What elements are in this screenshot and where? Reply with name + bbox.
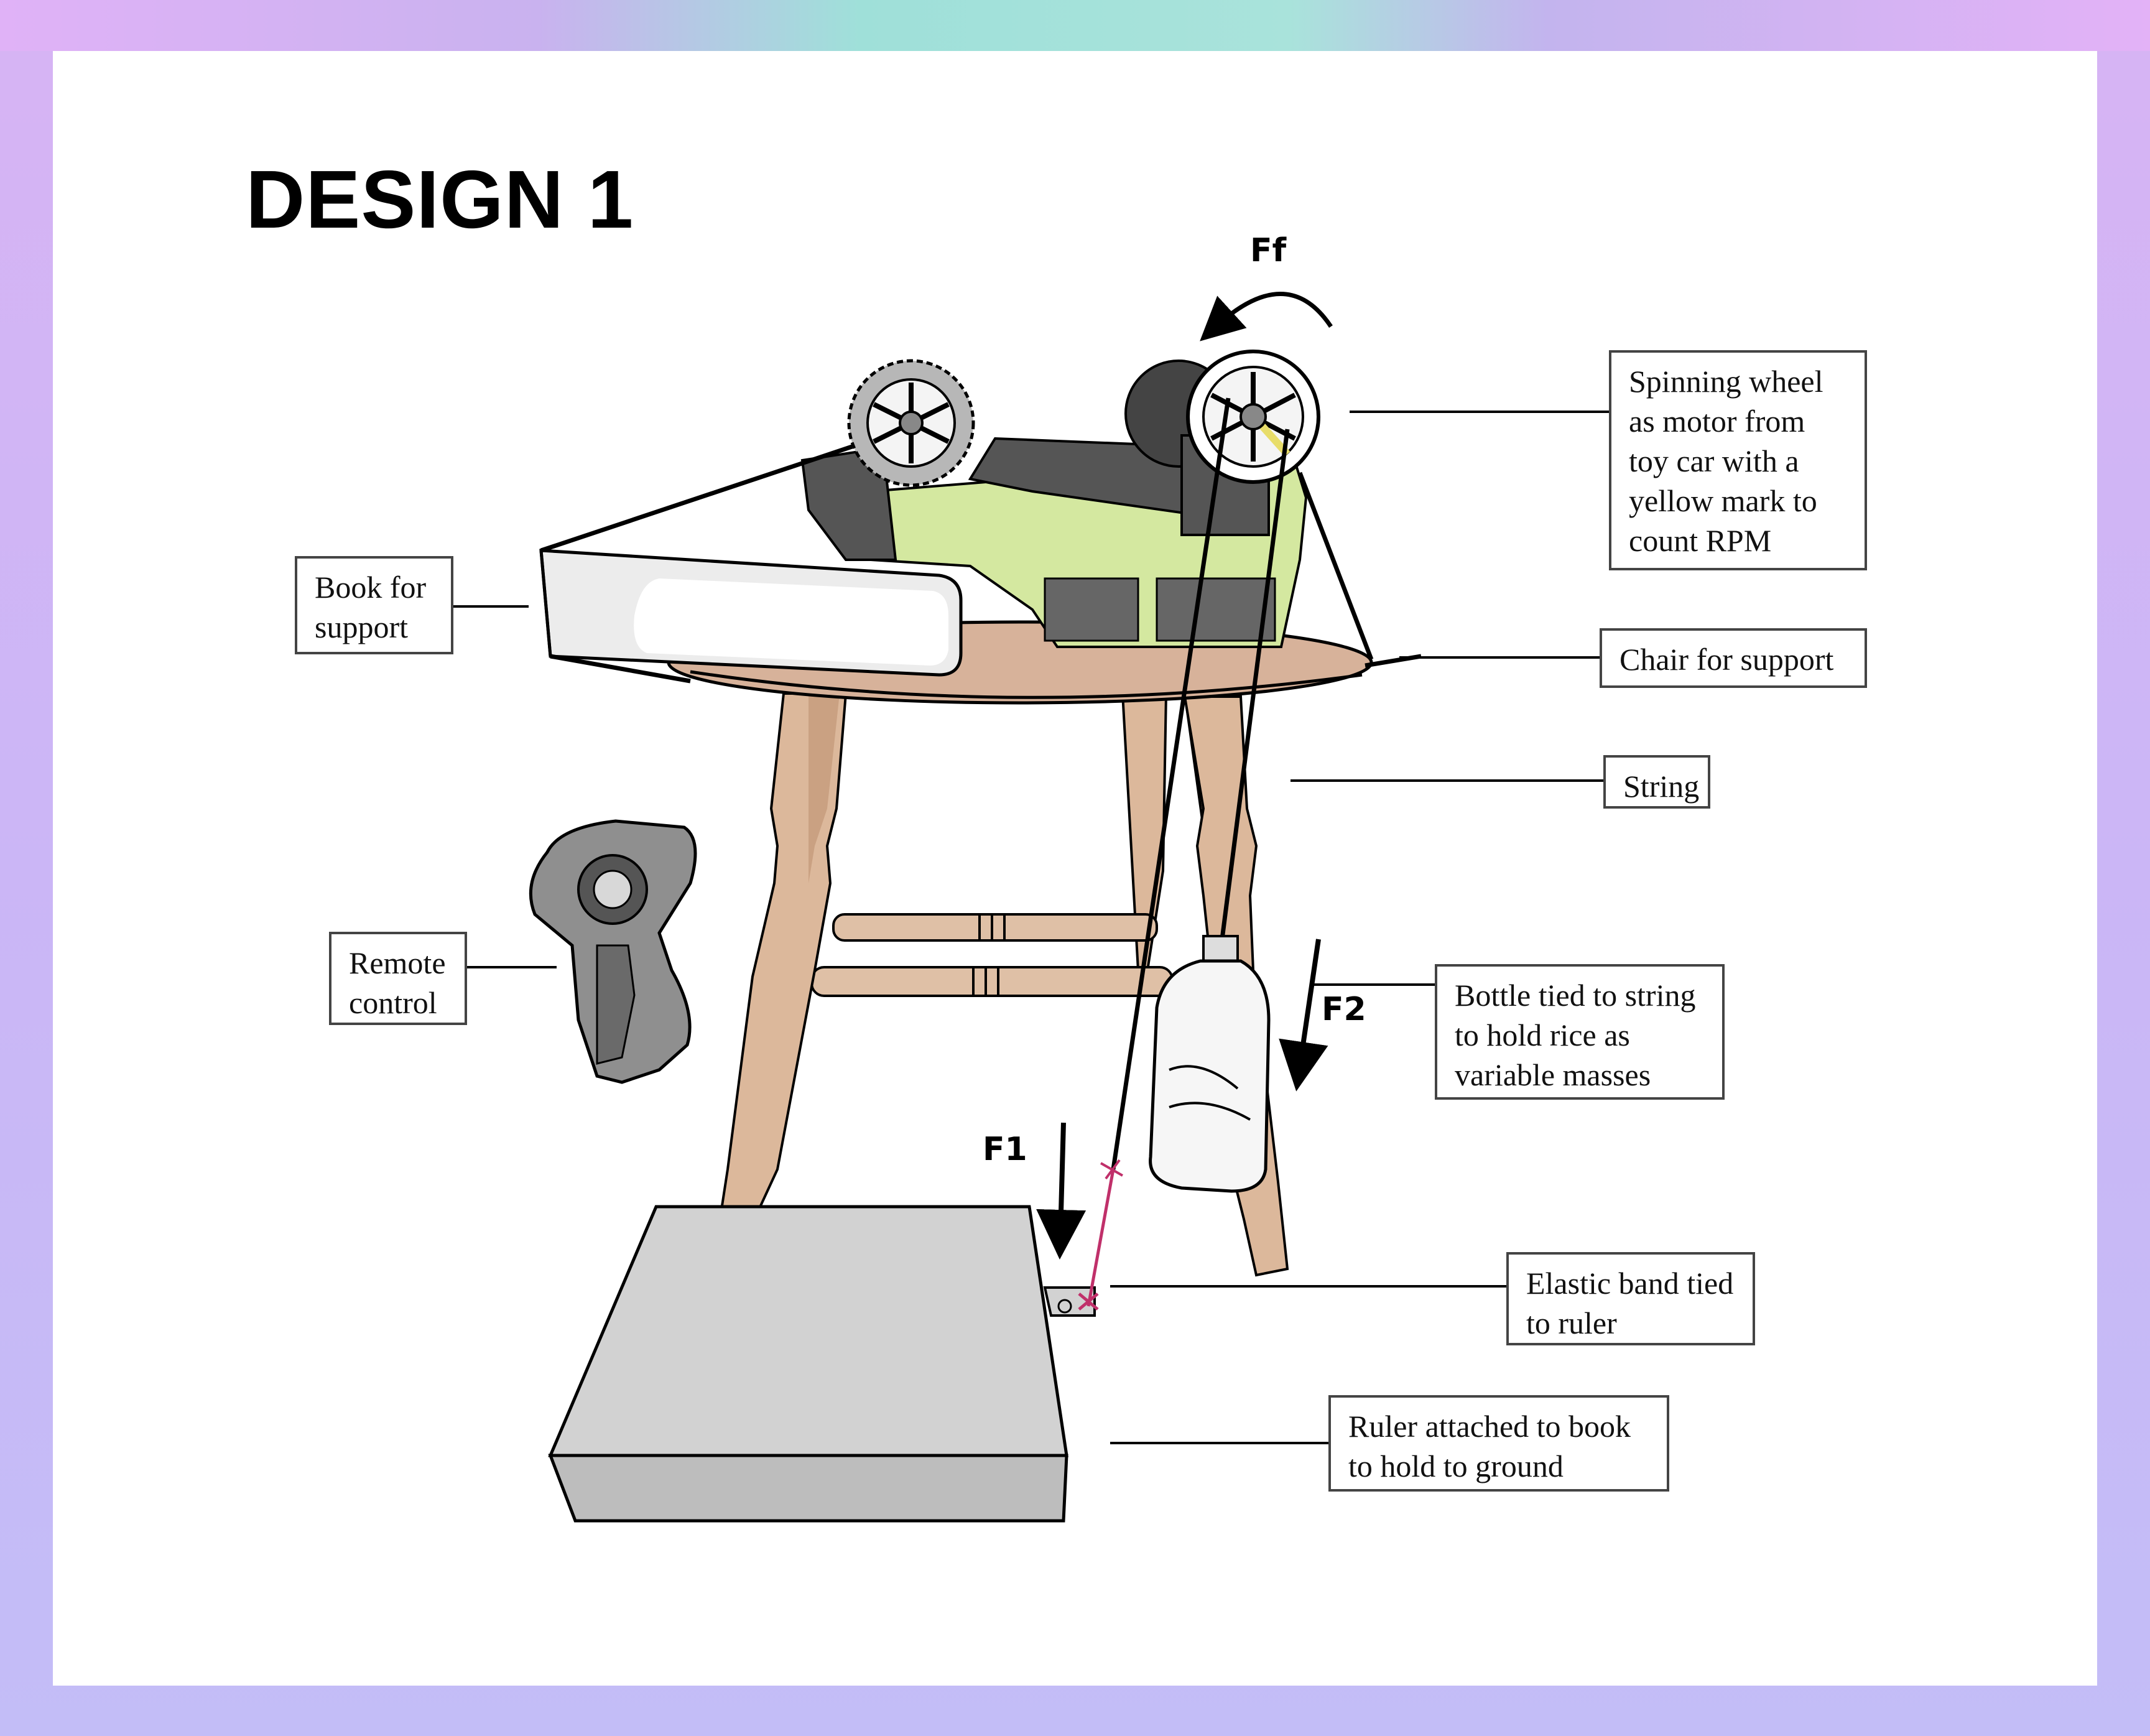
f1-arrow: [1060, 1123, 1063, 1235]
string-right-loop: [1300, 473, 1371, 659]
label-chair-support: Chair for support: [1600, 628, 1867, 688]
chair-illustration: [669, 622, 1371, 1275]
car-rear-wheel: [849, 361, 973, 485]
label-spinning-wheel: Spinning wheel as motor from toy car wit…: [1609, 350, 1867, 570]
chair-stretcher-upper: [833, 914, 1157, 940]
remote-control: [531, 821, 695, 1082]
f1-force-label: F1: [983, 1131, 1027, 1168]
string-to-book: [541, 447, 852, 550]
label-elastic-band: Elastic band tied to ruler: [1506, 1252, 1755, 1345]
label-book-support: Book for support: [295, 556, 453, 654]
elastic-band: [1088, 1169, 1113, 1306]
label-string: String: [1603, 755, 1710, 809]
label-remote-control: Remote control: [329, 932, 467, 1025]
chair-stretcher-lower: [812, 967, 1172, 996]
box-book-ruler: [550, 1160, 1123, 1521]
friction-arrow: [1216, 294, 1331, 327]
label-ruler: Ruler attached to book to hold to ground: [1328, 1395, 1669, 1492]
f2-arrow: [1300, 939, 1318, 1067]
f2-force-label: F2: [1322, 991, 1366, 1028]
support-book: [541, 550, 961, 675]
friction-force-label: Ff: [1250, 232, 1287, 269]
label-bottle: Bottle tied to string to hold rice as va…: [1435, 964, 1725, 1100]
